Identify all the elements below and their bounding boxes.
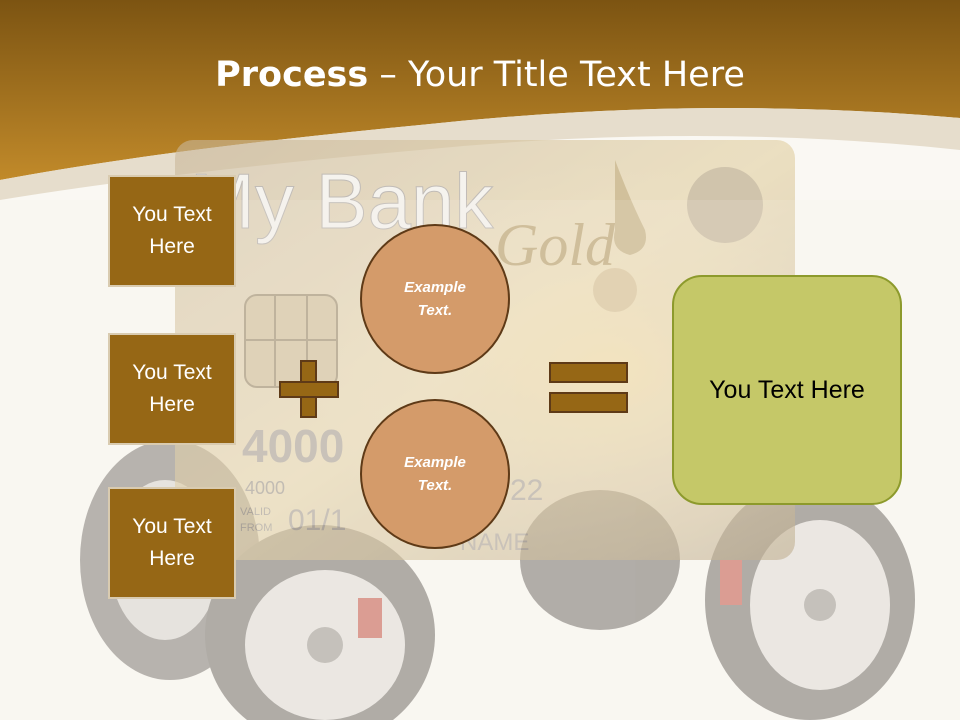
hologram-icon	[687, 167, 763, 243]
title-bold: Process	[215, 55, 369, 95]
left-text-box[interactable]: You Text Here	[108, 333, 236, 445]
equals-icon-bottom	[549, 392, 628, 413]
circle-text: Example Text.	[404, 279, 466, 319]
card-number-large: 4000	[242, 420, 344, 472]
card-digits: 22	[510, 474, 543, 507]
title-rest: – Your Title Text Here	[368, 55, 745, 95]
example-circle[interactable]: Example Text.	[360, 399, 510, 549]
example-circle[interactable]: Example Text.	[360, 224, 510, 374]
wheel-icon	[205, 525, 435, 720]
plus-icon-core	[302, 383, 315, 396]
equals-icon-top	[549, 362, 628, 383]
result-box[interactable]: You Text Here	[672, 275, 902, 505]
left-text-box[interactable]: You Text Here	[108, 175, 236, 287]
card-tier-text: Gold	[495, 212, 616, 278]
card-number-small: 4000	[245, 478, 285, 498]
drop-icon	[614, 160, 646, 255]
left-text-box[interactable]: You Text Here	[108, 487, 236, 599]
card-valid-label: VALID	[240, 506, 271, 518]
card-from-label: FROM	[240, 522, 272, 534]
slide-title: Process – Your Title Text Here	[0, 52, 960, 98]
circle-text: Example Text.	[404, 454, 466, 494]
left-box-text: You Text Here	[132, 361, 212, 416]
card-expiry: 01/1	[288, 504, 346, 537]
left-box-text: You Text Here	[132, 515, 212, 570]
left-box-text: You Text Here	[132, 203, 212, 258]
result-text: You Text Here	[709, 375, 865, 404]
